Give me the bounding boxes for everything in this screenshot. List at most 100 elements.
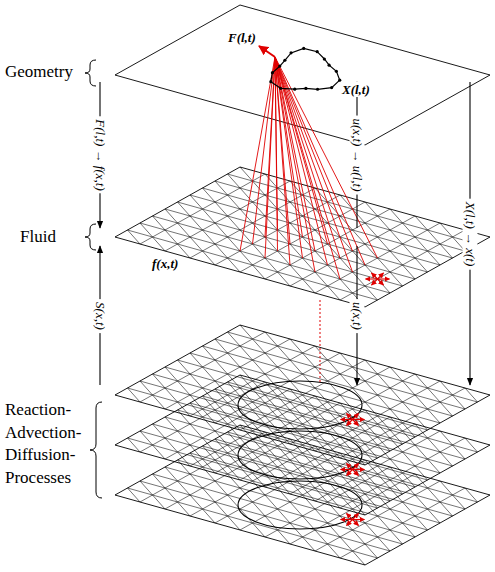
math-label: f(x,t) bbox=[150, 256, 180, 271]
math-label: X(l,t) bbox=[340, 82, 372, 97]
math-label: F(l,t) bbox=[226, 30, 258, 45]
mesh-line bbox=[153, 374, 191, 416]
mesh-line bbox=[228, 174, 341, 300]
mesh-line bbox=[465, 388, 478, 402]
mesh-grid bbox=[128, 425, 478, 565]
immersed-boundary bbox=[269, 47, 341, 91]
mesh-line bbox=[140, 223, 165, 251]
mesh-line bbox=[128, 488, 141, 502]
mesh-line bbox=[140, 431, 165, 459]
force-arrow bbox=[259, 46, 275, 57]
mesh-line bbox=[128, 388, 141, 402]
mesh-line bbox=[165, 417, 215, 473]
mesh-line bbox=[340, 195, 415, 279]
mesh-line bbox=[240, 375, 365, 515]
node-star bbox=[341, 464, 365, 476]
mesh-line bbox=[178, 360, 241, 430]
mesh-line bbox=[290, 339, 390, 451]
rad-plane bbox=[115, 325, 490, 465]
mesh-line bbox=[415, 374, 453, 416]
spread-line bbox=[275, 57, 315, 272]
mesh-line bbox=[440, 431, 465, 459]
mesh-line bbox=[340, 353, 415, 437]
mesh-grid bbox=[128, 325, 478, 465]
layer-label: Fluid bbox=[20, 226, 56, 248]
rad-plane bbox=[115, 425, 490, 565]
mesh-line bbox=[290, 439, 390, 551]
mesh-line bbox=[465, 488, 478, 502]
mesh-line bbox=[415, 474, 453, 516]
concentration-curve bbox=[238, 381, 362, 429]
mesh-line bbox=[165, 467, 215, 523]
mesh-line bbox=[365, 410, 428, 480]
edge-label: S(x,t) bbox=[93, 299, 108, 333]
mesh-line bbox=[440, 223, 465, 251]
node-star bbox=[366, 273, 390, 285]
brace bbox=[85, 60, 96, 86]
edge-label: u(x,t) bbox=[350, 299, 365, 333]
mesh-line bbox=[215, 339, 315, 451]
brace bbox=[90, 402, 102, 498]
brace bbox=[85, 224, 96, 250]
mesh-line bbox=[128, 438, 141, 452]
mesh-line bbox=[178, 410, 241, 480]
mesh-line bbox=[215, 439, 315, 551]
mesh-line bbox=[178, 460, 241, 530]
spread-line bbox=[275, 57, 278, 230]
mesh-line bbox=[415, 216, 453, 258]
mesh-line bbox=[365, 202, 428, 272]
spread-line bbox=[265, 57, 275, 258]
mesh-line bbox=[240, 425, 365, 565]
mesh-line bbox=[440, 481, 465, 509]
mesh-line bbox=[390, 417, 440, 473]
mesh-line bbox=[203, 346, 291, 444]
mesh-line bbox=[128, 230, 141, 244]
mesh-line bbox=[178, 202, 241, 272]
mesh-line bbox=[390, 467, 440, 523]
spread-line bbox=[240, 57, 275, 251]
dashed-link bbox=[320, 300, 321, 382]
mesh-line bbox=[465, 438, 478, 452]
mesh-line bbox=[240, 325, 365, 465]
mesh-line bbox=[390, 209, 440, 265]
mesh-line bbox=[315, 346, 403, 444]
layer-label: Reaction- Advection- Diffusion- Processe… bbox=[5, 399, 81, 489]
mesh-line bbox=[215, 389, 315, 501]
edge-label: u(x,t) → u(l,t) bbox=[350, 116, 365, 195]
mesh-line bbox=[153, 216, 191, 258]
mesh-line bbox=[153, 474, 191, 516]
mesh-line bbox=[140, 381, 165, 409]
mesh-grid bbox=[128, 375, 478, 515]
mesh-line bbox=[140, 481, 165, 509]
geometry-plane bbox=[115, 5, 490, 145]
mesh-line bbox=[190, 353, 265, 437]
mesh-line bbox=[228, 332, 341, 458]
spread-line bbox=[275, 57, 340, 279]
mesh-line bbox=[440, 381, 465, 409]
node-star bbox=[341, 514, 365, 526]
mesh-line bbox=[365, 460, 428, 530]
mesh-line bbox=[165, 367, 215, 423]
spread-line bbox=[253, 57, 276, 244]
edge-label: F(l,t) → f(x,t) bbox=[93, 116, 108, 193]
layer-band: Reaction- Advection- Diffusion- Processe… bbox=[0, 385, 492, 565]
mesh-line bbox=[153, 424, 191, 466]
mesh-line bbox=[265, 332, 378, 458]
mesh-line bbox=[290, 389, 390, 501]
mesh-line bbox=[415, 424, 453, 466]
layer-band: Fluid bbox=[0, 228, 492, 246]
mesh-line bbox=[390, 367, 440, 423]
spread-line bbox=[275, 57, 315, 251]
concentration-curve bbox=[238, 431, 362, 479]
node-star bbox=[341, 414, 365, 426]
concentration-curve bbox=[238, 481, 362, 529]
layer-band: Geometry bbox=[0, 62, 492, 82]
spread-line bbox=[275, 57, 328, 244]
layer-label: Geometry bbox=[5, 61, 73, 83]
spread-line bbox=[275, 57, 378, 258]
rad-plane bbox=[115, 375, 490, 515]
edge-label: X(l,t) → x(t) bbox=[463, 198, 478, 269]
mesh-line bbox=[365, 360, 428, 430]
